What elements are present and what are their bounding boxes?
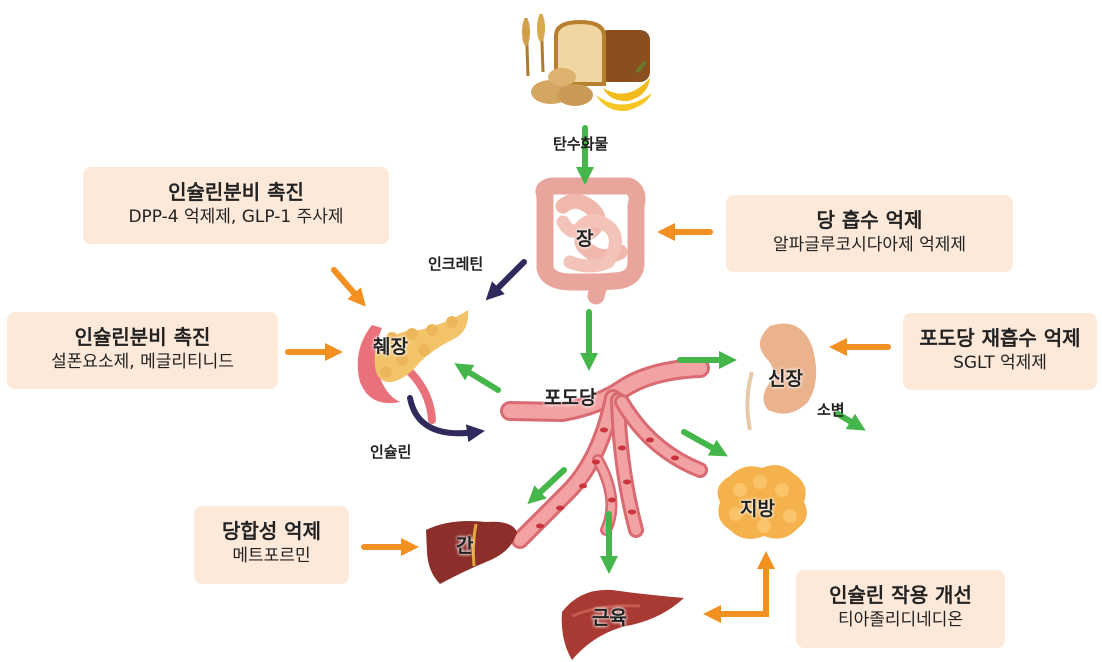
intestine-label: 장: [576, 224, 593, 251]
metformin-box-title: 당합성 억제: [194, 518, 349, 544]
arrow-glucose-to-pancreas: [462, 368, 498, 390]
fat-label: 지방: [740, 494, 775, 521]
dpp4-box-drugs: DPP-4 억제제, GLP-1 주사제: [83, 205, 389, 229]
incretin-label: 인크레틴: [428, 253, 483, 274]
metformin-box-drugs: 메트포르민: [194, 544, 349, 568]
kidney-label: 신장: [768, 364, 803, 391]
tzd-box-title: 인슐린 작용 개선: [796, 582, 1005, 608]
arrow-dpp4-to-pancreas: [334, 270, 360, 300]
insulin-label: 인슐린: [370, 441, 411, 462]
sulfonylurea-box-title: 인슐린분비 촉진: [7, 324, 278, 350]
arrow-glucose-to-fat: [684, 432, 720, 452]
sglt-box-drugs: SGLT 억제제: [903, 351, 1097, 375]
urine-label: 소변: [817, 399, 845, 420]
tzd-drug-box: 인슐린 작용 개선 티아졸리디네디온: [796, 570, 1005, 648]
metformin-drug-box: 당합성 억제 메트포르민: [194, 506, 349, 584]
arrow-incretin: [492, 262, 524, 294]
alpha-glucosidase-box-title: 당 흡수 억제: [726, 207, 1013, 233]
carbohydrate-food-illustration: [522, 14, 652, 111]
arrow-tzd-to-fat-and-muscle: [711, 560, 766, 614]
alpha-glucosidase-drug-box: 당 흡수 억제 알파글루코시다아제 억제제: [726, 195, 1013, 272]
tzd-box-drugs: 티아졸리디네디온: [796, 608, 1005, 632]
carbohydrate-label: 탄수화물: [553, 133, 608, 154]
sulfonylurea-box-drugs: 설폰요소제, 메글리티니드: [7, 350, 278, 374]
sulfonylurea-drug-box: 인슐린분비 촉진 설폰요소제, 메글리티니드: [7, 312, 278, 389]
blood-vessel-illustration: [510, 368, 700, 540]
glucose-label: 포도당: [544, 383, 596, 410]
dpp4-drug-box: 인슐린분비 촉진 DPP-4 억제제, GLP-1 주사제: [83, 167, 389, 244]
sglt-box-title: 포도당 재흡수 억제: [903, 325, 1097, 351]
pancreas-label: 췌장: [373, 332, 408, 359]
arrow-insulin: [410, 398, 476, 433]
liver-label: 간: [456, 531, 473, 558]
sglt-drug-box: 포도당 재흡수 억제 SGLT 억제제: [903, 313, 1097, 390]
muscle-label: 근육: [592, 603, 627, 630]
alpha-glucosidase-box-drugs: 알파글루코시다아제 억제제: [726, 233, 1013, 257]
dpp4-box-title: 인슐린분비 촉진: [83, 179, 389, 205]
